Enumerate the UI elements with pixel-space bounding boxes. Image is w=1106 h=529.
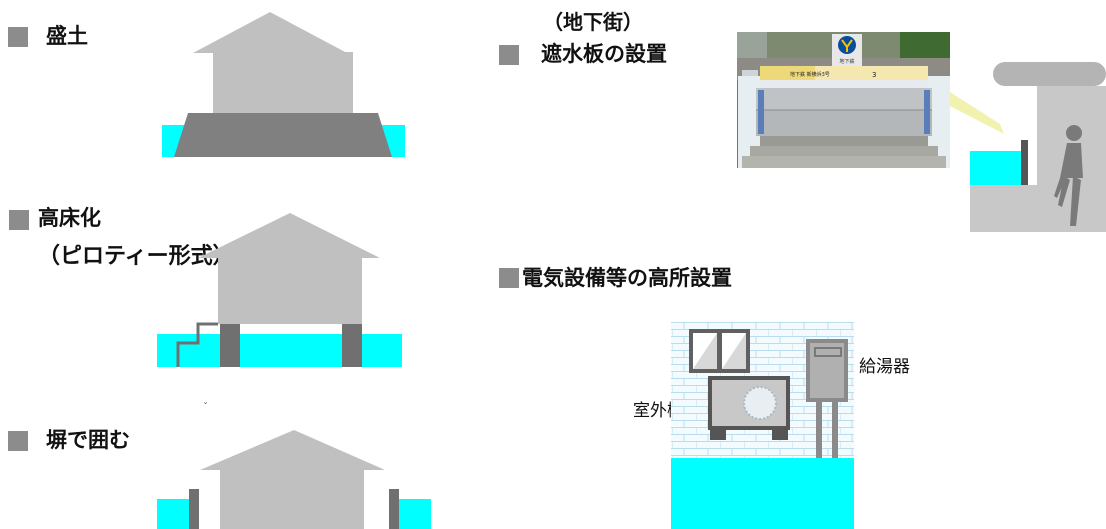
- barrier-label: 遮水板の設置: [541, 42, 667, 66]
- house-body: [218, 256, 362, 324]
- square-bullet-icon: [9, 210, 29, 230]
- floodwater: [671, 458, 854, 529]
- stair-block: [970, 185, 1040, 232]
- stair-step: [1040, 205, 1070, 232]
- house-body: [213, 52, 353, 116]
- earth-mound: [174, 113, 392, 157]
- mound-label: 盛土: [46, 24, 88, 48]
- square-bullet-icon: [499, 45, 519, 65]
- house-body: [220, 468, 364, 529]
- pipe: [176, 322, 218, 367]
- square-bullet-icon: [8, 431, 28, 451]
- square-bullet-icon: [499, 268, 519, 288]
- floodwater: [970, 151, 1025, 185]
- floodwater-left: [157, 499, 189, 529]
- piloti-sublabel: （ピロティー形式）: [38, 244, 235, 269]
- sign-top: 地下鉄: [839, 58, 854, 65]
- barrier-board: [1021, 140, 1028, 185]
- light-beam: [950, 92, 1004, 134]
- tile-wall-right: [928, 76, 950, 168]
- wall-right: [389, 489, 399, 529]
- wall-left: [189, 489, 199, 529]
- pillar-left: [220, 324, 240, 367]
- pillar-right: [342, 324, 362, 367]
- elevated-equipment-label: 電気設備等の高所設置: [522, 266, 732, 290]
- house-roof: [193, 12, 347, 53]
- piloti-label: 高床化: [38, 206, 101, 230]
- person-icon: [1054, 125, 1083, 226]
- house-roof: [198, 213, 380, 258]
- canopy-roof: [993, 62, 1106, 86]
- mark: ˇ: [203, 402, 208, 413]
- barrier-panel-lower: [756, 110, 932, 136]
- floodwater-right: [399, 499, 431, 529]
- fan-icon: [743, 386, 777, 420]
- square-bullet-icon: [8, 27, 28, 47]
- barrier-prefix: （地下街）: [543, 10, 643, 34]
- wall-label: 塀で囲む: [46, 428, 130, 452]
- tile-wall-left: [738, 76, 760, 168]
- house-roof: [200, 430, 385, 470]
- sign-main: 地下鉄 新横浜3号: [790, 71, 830, 78]
- water-heater-label: 給湯器: [859, 357, 910, 377]
- barrier-panel-upper: [756, 88, 932, 110]
- sign-number: 3: [872, 71, 876, 79]
